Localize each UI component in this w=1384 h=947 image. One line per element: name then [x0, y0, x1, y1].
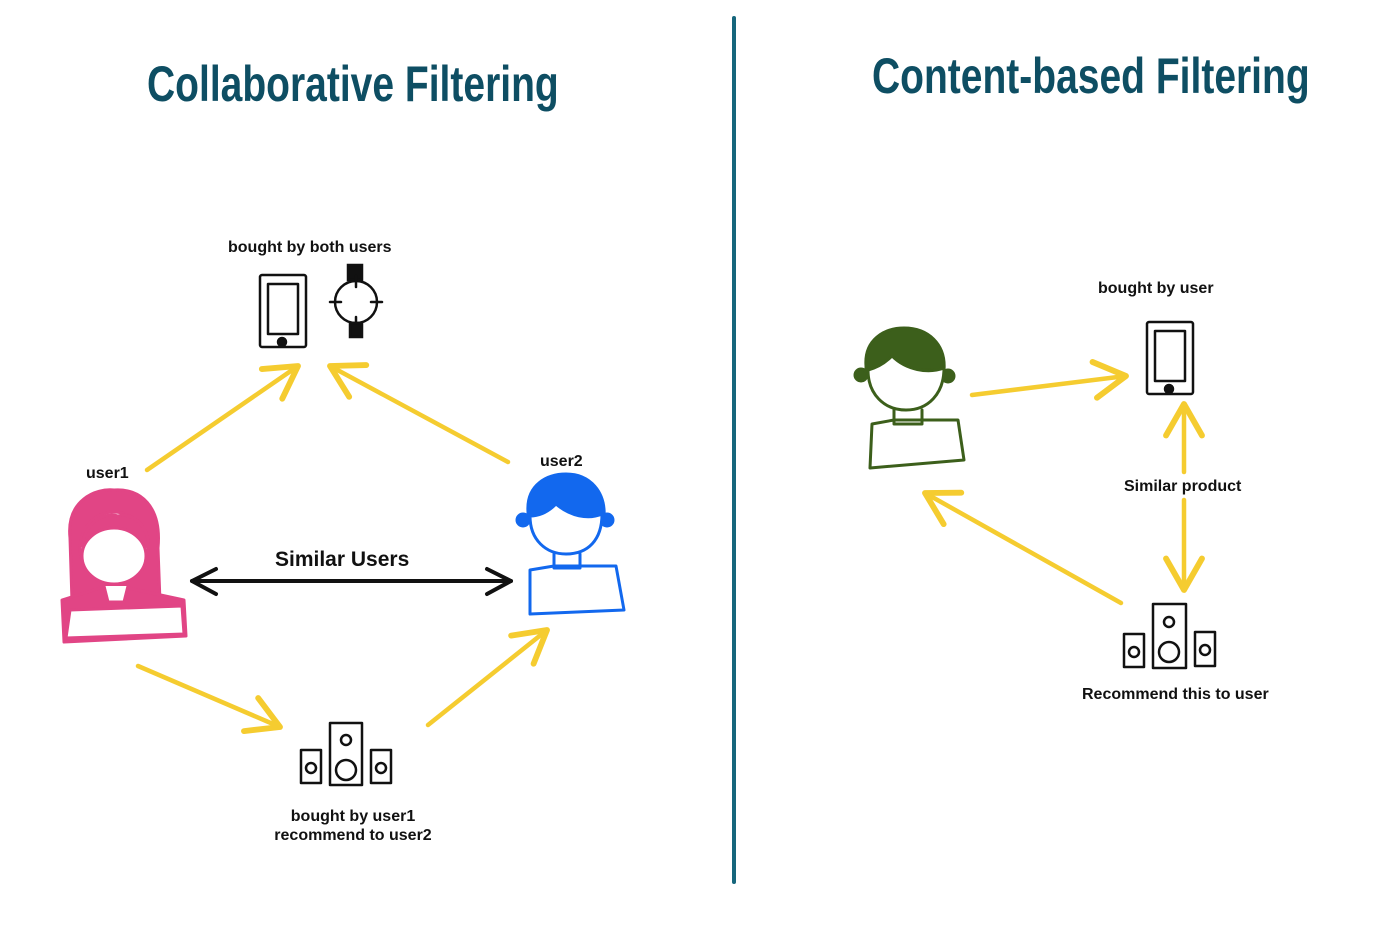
content-arrows	[922, 359, 1205, 606]
label-bought-by-user: bought by user	[1098, 280, 1214, 297]
watch-icon	[328, 263, 384, 339]
content-phone-icon	[1145, 320, 1195, 396]
content-speaker-set-icon	[1122, 602, 1217, 670]
similar-users-arrow	[190, 567, 513, 596]
label-bought-by-user1-line1: bought by user1	[290, 808, 416, 825]
label-recommend-this-to-user: Recommend this to user	[1082, 686, 1269, 703]
arrow-user1-to-both	[144, 363, 301, 473]
label-recommend-to-user2: recommend to user2	[274, 827, 432, 844]
label-user1: user1	[86, 465, 129, 482]
user2-icon	[515, 472, 626, 616]
content-based-filtering-title: Content-based Filtering	[872, 48, 1310, 104]
label-bought-by-both: bought by both users	[228, 239, 392, 256]
arrow-speaker-to-user	[922, 489, 1124, 606]
arrow-speaker-to-user2	[425, 627, 550, 728]
label-similar-users: Similar Users	[275, 548, 410, 571]
label-user2: user2	[540, 453, 583, 470]
content-user-icon	[853, 326, 966, 470]
label-similar-product: Similar product	[1124, 478, 1242, 495]
collaborative-filtering-title: Collaborative Filtering	[147, 56, 559, 112]
phone-icon	[258, 273, 308, 349]
arrow-user1-to-speaker	[135, 663, 283, 735]
speaker-set-icon	[299, 721, 393, 787]
label-bought-by-user1: bought by user1 recommend to user2	[274, 807, 431, 845]
collab-arrows	[135, 362, 550, 735]
user1-icon	[60, 488, 188, 644]
arrow-user-to-phone	[969, 359, 1129, 401]
arrow-user2-to-both	[327, 362, 511, 465]
